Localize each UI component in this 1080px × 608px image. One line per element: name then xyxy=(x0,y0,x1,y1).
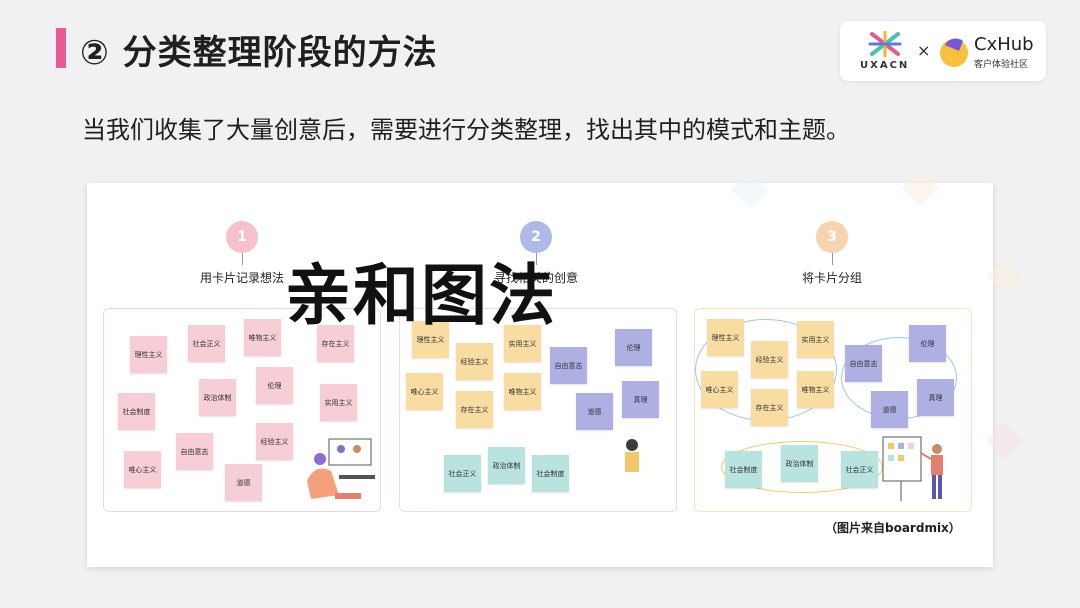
sticky-note: 实用主义 xyxy=(320,384,357,421)
sticky-note: 理性主义 xyxy=(707,319,744,356)
sticky-note: 道德 xyxy=(576,393,613,430)
step-1-connector xyxy=(242,253,243,265)
presenter-illustration-icon xyxy=(882,436,943,501)
step-3-label: 将卡片分组 xyxy=(801,271,862,285)
sticky-note: 实用主义 xyxy=(504,325,541,362)
sticky-note: 社会制度 xyxy=(532,455,569,492)
sticky-note: 社会正义 xyxy=(188,325,225,362)
step-2-label: 寻找相关的创意 xyxy=(493,271,578,285)
uxacn-logo-text: UXACN xyxy=(860,60,910,71)
sticky-note: 经验主义 xyxy=(751,341,788,378)
sticky-note: 道德 xyxy=(871,391,908,428)
step-3-badge: 3 xyxy=(816,221,848,253)
uxacn-logo-icon xyxy=(868,31,902,57)
sticky-note: 经验主义 xyxy=(456,343,493,380)
step-2-connector xyxy=(536,253,537,265)
page-subtitle: 当我们收集了大量创意后，需要进行分类整理，找出其中的模式和主题。 xyxy=(82,116,850,144)
sticky-note: 唯心主义 xyxy=(701,371,738,408)
sticky-note: 自由意志 xyxy=(176,433,213,470)
person-at-laptop-illustration-icon xyxy=(307,438,375,499)
sticky-note: 实用主义 xyxy=(797,321,834,358)
sticky-note: 唯物主义 xyxy=(244,319,281,356)
step-1-badge: 1 xyxy=(226,221,258,253)
sticky-note: 唯心主义 xyxy=(124,451,161,488)
image-credit: （图片来自boardmix） xyxy=(825,521,961,535)
sticky-note: 存在主义 xyxy=(317,325,354,362)
panel-record-ideas: 理性主义 社会正义 唯物主义 存在主义 政治体制 伦理 实用主义 社会制度 自由… xyxy=(103,308,381,512)
cxhub-logo-icon xyxy=(940,38,968,67)
sticky-note: 理性主义 xyxy=(412,321,449,358)
overlay-caption: 亲和图法 xyxy=(285,257,557,334)
sticky-note: 真理 xyxy=(622,381,659,418)
logo-separator: × xyxy=(917,41,931,60)
page-title: ② 分类整理阶段的方法 xyxy=(80,33,438,73)
decor-diamond xyxy=(986,257,1024,295)
decor-diamond xyxy=(986,422,1024,460)
sticky-note: 唯物主义 xyxy=(504,373,541,410)
panel-group-cards: 理性主义 经验主义 实用主义 自由意志 伦理 唯心主义 唯物主义 存在主义 道德… xyxy=(694,308,972,512)
sticky-note: 社会正义 xyxy=(444,455,481,492)
sticky-note: 伦理 xyxy=(615,329,652,366)
sticky-note: 唯心主义 xyxy=(406,373,443,410)
step-1-label: 用卡片记录想法 xyxy=(199,271,284,285)
sticky-note: 政治体制 xyxy=(781,445,818,482)
sticky-note: 政治体制 xyxy=(488,447,525,484)
sticky-note: 道德 xyxy=(225,464,262,501)
sticky-note: 社会制度 xyxy=(118,393,155,430)
step-3-connector xyxy=(832,253,833,265)
sticky-note: 自由意志 xyxy=(550,347,587,384)
decor-diamond xyxy=(731,171,769,209)
sticky-note: 存在主义 xyxy=(751,389,788,426)
panel-find-related: 理性主义 经验主义 实用主义 自由意志 伦理 唯心主义 唯物主义 存在主义 道德… xyxy=(399,308,677,512)
sticky-note: 伦理 xyxy=(909,325,946,362)
sticky-note: 理性主义 xyxy=(130,336,167,373)
cxhub-logo-subtitle: 客户体验社区 xyxy=(974,60,1029,70)
sticky-note: 政治体制 xyxy=(199,379,236,416)
sticky-note: 社会制度 xyxy=(725,451,762,488)
sticky-note: 经验主义 xyxy=(256,423,293,460)
decor-diamond xyxy=(901,169,939,207)
partner-logos: UXACN × CxHub 客户体验社区 xyxy=(840,21,1046,81)
affinity-diagram-figure: 1 用卡片记录想法 2 寻找相关的创意 3 将卡片分组 理性主义 社会正义 唯物… xyxy=(87,169,1024,567)
person-illustration-icon xyxy=(625,439,639,472)
sticky-note: 社会正义 xyxy=(841,451,878,488)
sticky-note: 自由意志 xyxy=(845,345,882,382)
title-accent-bar xyxy=(56,28,66,68)
sticky-note: 唯物主义 xyxy=(797,371,834,408)
cxhub-logo-title: CxHub xyxy=(974,34,1034,55)
sticky-note: 伦理 xyxy=(256,367,293,404)
sticky-note: 存在主义 xyxy=(456,391,493,428)
step-2-badge: 2 xyxy=(520,221,552,253)
sticky-note: 真理 xyxy=(917,379,954,416)
